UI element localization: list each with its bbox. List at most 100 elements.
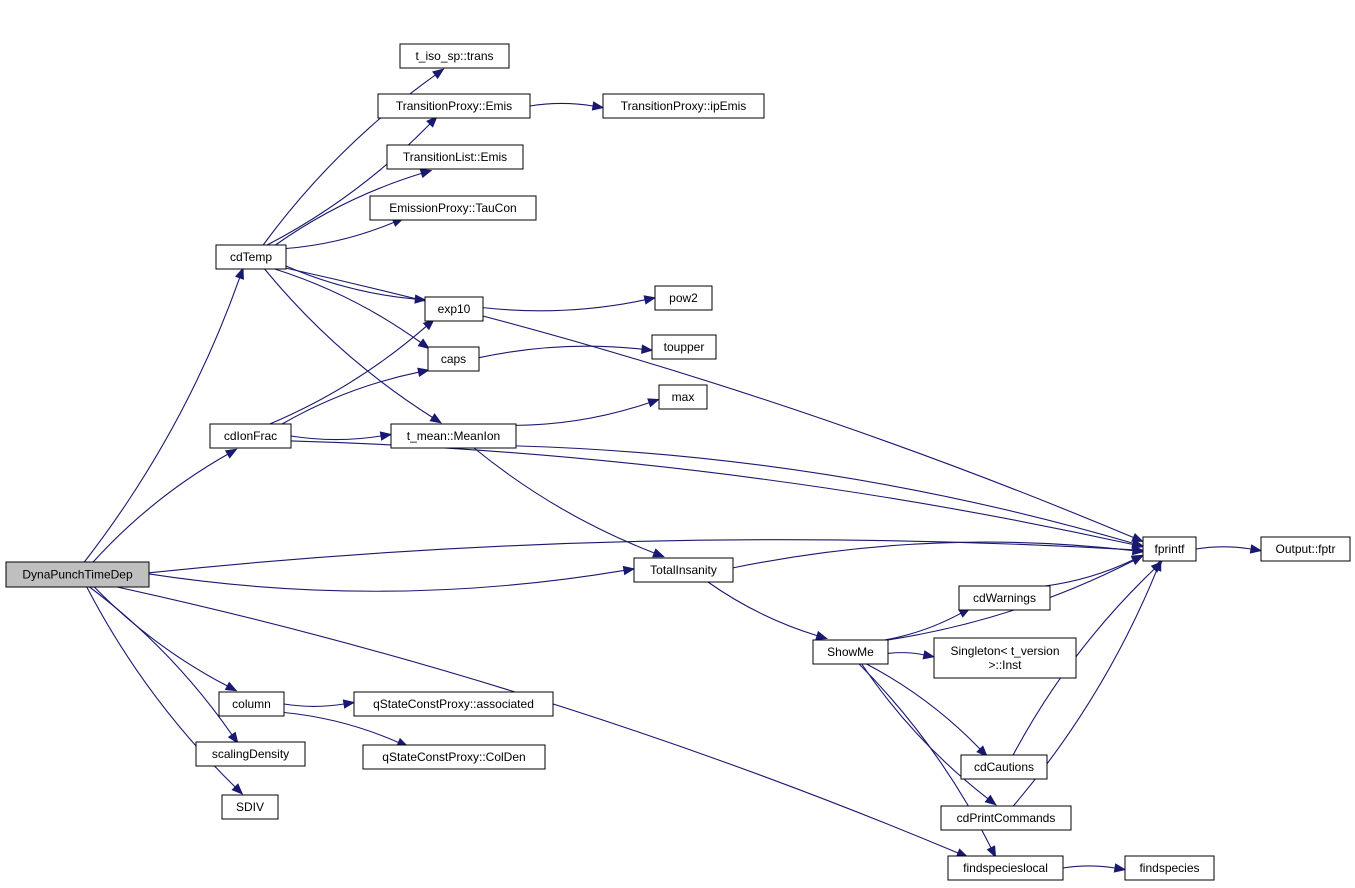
node-qstateconstproxy-colden[interactable]: qStateConstProxy::ColDen — [362, 744, 546, 770]
edge-arrowhead — [429, 413, 443, 424]
node-box — [940, 805, 1072, 831]
node-label: TotalInsanity — [650, 563, 717, 577]
edge-arrowhead — [652, 548, 665, 558]
edge-line — [884, 612, 962, 641]
edge-arrowhead — [984, 794, 997, 806]
edge-line — [93, 586, 228, 687]
call-edge-showme-to-cdcautions — [866, 663, 988, 758]
edge-line — [861, 663, 989, 800]
node-cdionfrac[interactable]: cdIonFrac — [209, 423, 292, 449]
edge-line — [707, 581, 818, 637]
node-label: cdPrintCommands — [957, 811, 1056, 825]
node-label: DynaPunchTimeDep — [22, 568, 133, 582]
node-label: cdTemp — [230, 250, 272, 264]
edge-arrowhead — [422, 318, 435, 331]
edge-arrowhead — [1113, 863, 1127, 873]
node-fprintf[interactable]: fprintf — [1142, 536, 1197, 562]
node-box — [218, 691, 285, 717]
node-t-mean-meanion[interactable]: t_mean::MeanIon — [390, 423, 517, 449]
node-showme[interactable]: ShowMe — [812, 639, 889, 665]
node-emissionproxy-taucon[interactable]: EmissionProxy::TauCon — [369, 195, 537, 221]
edge-arrowhead — [235, 267, 244, 280]
edge-arrowhead — [342, 699, 356, 709]
node-output-fptr[interactable]: Output::fptr — [1260, 536, 1351, 562]
edge-arrowhead — [622, 565, 636, 576]
node-sdiv[interactable]: SDIV — [221, 794, 279, 820]
node-box — [386, 144, 524, 170]
node-label: pow2 — [669, 291, 698, 305]
edge-line — [275, 172, 422, 246]
node-t-iso-sp-trans[interactable]: t_iso_sp::trans — [399, 43, 510, 69]
edge-line — [83, 277, 241, 563]
node-box — [654, 285, 713, 311]
edge-arrowhead — [379, 431, 393, 441]
node-transitionproxy-emis[interactable]: TransitionProxy::Emis — [377, 93, 531, 119]
edge-arrowhead — [432, 68, 445, 80]
node-findspecieslocal[interactable]: findspecieslocal — [947, 855, 1064, 881]
node-label: toupper — [664, 340, 705, 354]
node-transitionproxy-ipemis[interactable]: TransitionProxy::ipEmis — [602, 93, 765, 119]
node-label: TransitionProxy::ipEmis — [621, 99, 747, 113]
edge-line — [262, 74, 436, 246]
edge-arrowhead — [1131, 538, 1145, 548]
node-caps[interactable]: caps — [427, 346, 480, 372]
node-label: cdWarnings — [973, 591, 1036, 605]
edge-line — [92, 453, 228, 563]
call-edge-cdtemp-to-caps — [274, 268, 430, 350]
edge-line — [148, 539, 1134, 574]
node-box — [353, 691, 554, 717]
call-edge-dyna-to-column — [93, 586, 238, 692]
node-column[interactable]: column — [218, 691, 285, 717]
node-box — [427, 346, 480, 372]
call-nodes: DynaPunchTimeDep cdTemp cdIonFrac column sca… — [5, 43, 1351, 881]
edge-line — [290, 435, 382, 441]
node-exp10[interactable]: exp10 — [424, 296, 484, 322]
node-cdcautions[interactable]: cdCautions — [960, 754, 1048, 780]
node-cdprintcommands[interactable]: cdPrintCommands — [940, 805, 1072, 831]
node-box — [812, 639, 889, 665]
node-max[interactable]: max — [658, 384, 708, 410]
call-edge-showme-to-singleton — [887, 650, 936, 660]
call-edge-meanion-to-max — [515, 398, 660, 426]
call-edge-findspecieslocal-to-findspecies — [1062, 863, 1127, 873]
edge-line — [1195, 546, 1252, 550]
edge-arrowhead — [986, 845, 997, 859]
edge-arrowhead — [815, 630, 828, 640]
node-box — [377, 93, 531, 119]
node-transitionlist-emis[interactable]: TransitionList::Emis — [386, 144, 524, 170]
call-edge-cdtemp-to-tpemis — [266, 115, 438, 246]
call-edge-meanion-to-fprintf — [515, 445, 1145, 548]
call-edge-cdtemp-to-exp10 — [285, 265, 427, 304]
edge-line — [887, 652, 925, 656]
call-edges — [83, 68, 1263, 873]
edge-arrowhead — [417, 367, 430, 377]
node-label: t_iso_sp::trans — [415, 49, 493, 63]
node-label: TransitionProxy::Emis — [396, 99, 512, 113]
node-findspecies[interactable]: findspecies — [1124, 855, 1215, 881]
edge-line — [1044, 559, 1134, 587]
node-singleton-t-version-inst[interactable]: Singleton< t_version>::Inst — [933, 637, 1077, 679]
edge-arrowhead — [1249, 544, 1263, 554]
node-pow2[interactable]: pow2 — [654, 285, 713, 311]
call-edge-cdionfrac-to-meanion — [290, 431, 393, 441]
edge-line — [264, 268, 433, 418]
node-toupper[interactable]: toupper — [651, 334, 717, 360]
edge-arrowhead — [419, 169, 433, 179]
node-label: qStateConstProxy::ColDen — [382, 750, 525, 764]
call-edge-showme-to-cdwarnings — [884, 607, 971, 641]
node-qstateconstproxy-associated[interactable]: qStateConstProxy::associated — [353, 691, 554, 717]
node-label: EmissionProxy::TauCon — [389, 201, 516, 215]
call-edge-totalinsanity-to-fprintf — [732, 541, 1145, 569]
edge-arrowhead — [231, 783, 244, 795]
node-box — [369, 195, 537, 221]
node-box — [958, 585, 1051, 611]
node-cdwarnings[interactable]: cdWarnings — [958, 585, 1051, 611]
edge-arrowhead — [1131, 545, 1145, 556]
call-edge-tpemis-to-tpipemis — [529, 101, 605, 111]
node-totalinsanity[interactable]: TotalInsanity — [633, 557, 734, 583]
node-box — [933, 637, 1077, 679]
node-box — [1124, 855, 1215, 881]
node-scalingdensity[interactable]: scalingDensity — [195, 741, 306, 767]
node-cdtemp[interactable]: cdTemp — [215, 244, 287, 270]
node-label: qStateConstProxy::associated — [373, 697, 534, 711]
